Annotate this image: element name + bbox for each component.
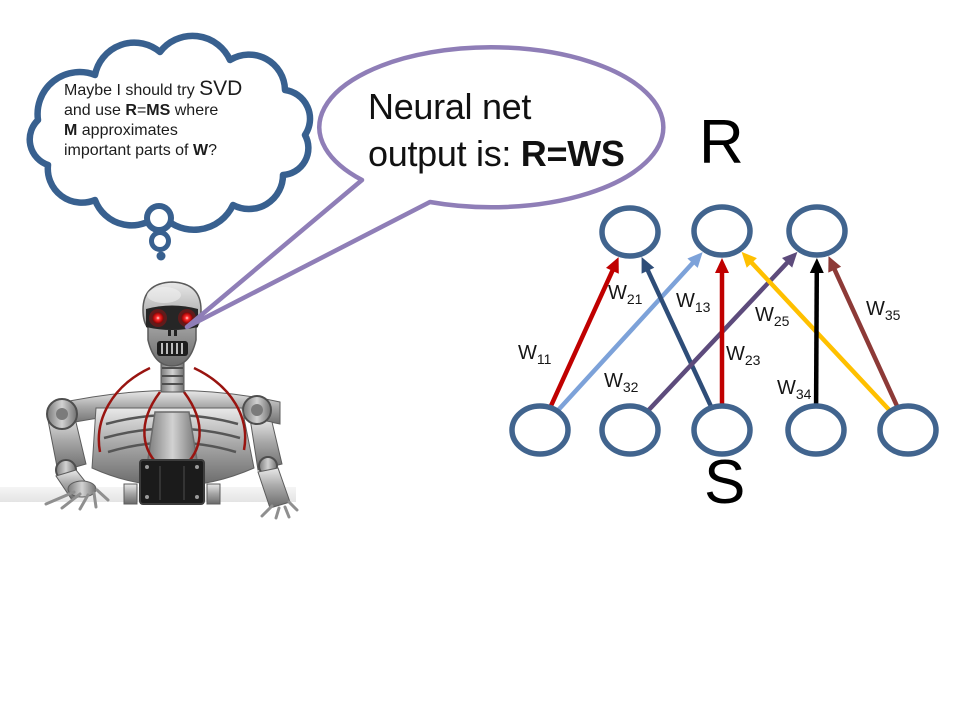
node-s3 [691,403,753,457]
r-matrix-label: R [699,108,744,177]
robot-eye [152,312,164,324]
robot-left-hand [44,488,110,511]
thought-bubble-shape [26,32,314,261]
network-nodes [509,204,939,457]
weight-edge-34 [813,267,820,405]
s-matrix-label: S [704,448,746,517]
thought-line-1: Maybe I should try SVD [64,77,243,100]
thought-tail-dot [156,251,166,261]
weight-label-w21: W21 [608,282,643,307]
weight-arrowhead-13 [641,257,655,274]
weight-label-w25: W25 [755,304,790,329]
weight-label-w13: W13 [676,290,711,315]
speech-line-1: Neural net [368,86,532,127]
node-s2 [599,403,661,457]
thought-tail-dot [149,230,171,252]
weight-edge-13 [643,265,713,407]
node-s5 [877,403,939,457]
weight-label-w32: W32 [604,370,639,395]
thought-bubble-text: Maybe I should try SVD and use R=MS wher… [64,77,243,161]
weight-edge-21 [556,257,698,412]
node-s1 [509,403,571,457]
weight-label-w35: W35 [866,298,901,323]
weight-edge-35 [830,264,899,407]
robot-eye [181,312,193,324]
thought-tail-dot [144,203,174,233]
robot-head [142,281,202,367]
weight-arrowhead-23 [715,258,729,273]
thought-line-2: and use R=MS where [64,102,219,119]
thought-line-4: important parts of W? [64,142,217,159]
speech-bubble-text: Neural net output is: R=WS [368,83,625,177]
weight-edge-32 [647,257,793,412]
weight-edge-25 [746,257,891,412]
weight-edge-11 [548,265,617,407]
robot-right-hand [260,500,299,520]
weight-label-w23: W23 [726,343,761,368]
weight-label-w34: W34 [777,377,812,402]
speech-line-2: output is: R=WS [368,133,625,174]
weight-label-w11: W11 [518,342,552,367]
weight-arrowhead-25 [741,251,757,268]
thought-line-3: M approximates [64,122,178,139]
weight-arrowhead-11 [606,257,619,274]
speech-bubble-shape [184,45,666,330]
node-r1 [599,205,661,259]
weight-arrowhead-35 [828,256,842,273]
weight-arrowhead-34 [809,258,824,273]
node-s4 [785,403,847,457]
robot-illustration [44,281,299,520]
weight-arrowhead-21 [687,252,703,268]
network-edges [548,251,899,412]
node-r3 [786,204,848,258]
node-r2 [691,204,753,258]
weight-arrowhead-32 [782,251,798,268]
